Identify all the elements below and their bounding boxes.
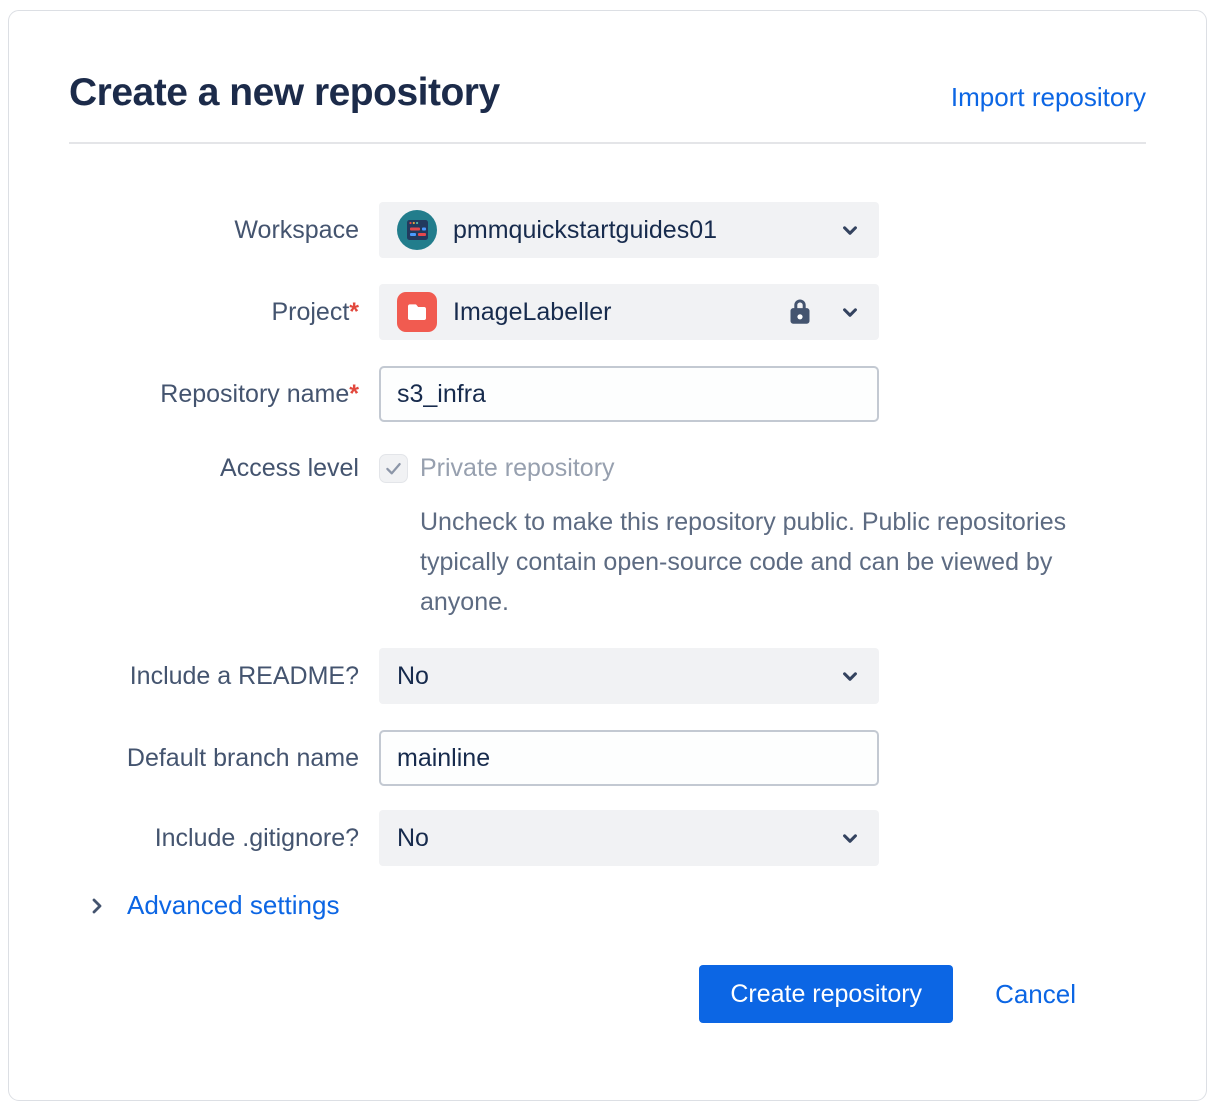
- chevron-down-icon: [837, 299, 863, 325]
- default-branch-label: Default branch name: [126, 744, 359, 772]
- repository-name-row: Repository name*: [69, 366, 1146, 422]
- include-gitignore-row: Include .gitignore? No: [69, 810, 1146, 866]
- chevron-down-icon: [837, 217, 863, 243]
- default-branch-row: Default branch name: [69, 730, 1146, 786]
- private-repository-label: Private repository: [420, 453, 615, 482]
- workspace-label: Workspace: [234, 216, 359, 244]
- project-select[interactable]: ImageLabeller: [379, 284, 879, 340]
- workspace-value: pmmquickstartguides01: [453, 215, 718, 244]
- required-asterisk: *: [349, 298, 359, 326]
- project-label: Project*: [271, 298, 359, 326]
- include-readme-row: Include a README? No: [69, 648, 1146, 704]
- lock-icon: [785, 296, 815, 328]
- include-readme-value: No: [397, 661, 429, 690]
- required-asterisk: *: [349, 380, 359, 408]
- chevron-down-icon: [837, 663, 863, 689]
- private-repository-checkbox[interactable]: [379, 453, 408, 483]
- repository-name-input[interactable]: [379, 366, 879, 422]
- access-level-label: Access level: [220, 454, 359, 482]
- chevron-down-icon: [837, 825, 863, 851]
- create-repository-button[interactable]: Create repository: [699, 965, 954, 1023]
- include-readme-label: Include a README?: [129, 662, 359, 690]
- checkmark-icon: [386, 462, 401, 474]
- project-row: Project* ImageLabeller: [69, 284, 1146, 340]
- import-repository-link[interactable]: Import repository: [950, 81, 1146, 112]
- default-branch-input[interactable]: [379, 730, 879, 786]
- page-title: Create a new repository: [69, 71, 500, 114]
- advanced-settings-label: Advanced settings: [127, 890, 340, 920]
- dialog-actions: Create repository Cancel: [69, 965, 1090, 1023]
- divider: [69, 142, 1146, 144]
- dialog-body: Workspace: [9, 144, 1206, 1023]
- project-avatar-icon: [397, 292, 437, 332]
- include-gitignore-select[interactable]: No: [379, 810, 879, 866]
- create-repository-dialog: Create a new repository Import repositor…: [8, 10, 1207, 1101]
- include-readme-select[interactable]: No: [379, 648, 879, 704]
- access-level-row: Access level Private repository Uncheck …: [69, 448, 1146, 648]
- advanced-settings-toggle[interactable]: Advanced settings: [85, 890, 1146, 921]
- chevron-right-icon: [85, 894, 109, 918]
- access-level-help-text: Uncheck to make this repository public. …: [420, 508, 1067, 616]
- workspace-select[interactable]: pmmquickstartguides01: [379, 202, 879, 258]
- workspace-row: Workspace: [69, 202, 1146, 258]
- project-value: ImageLabeller: [453, 297, 612, 326]
- repository-name-label: Repository name*: [160, 380, 359, 408]
- workspace-avatar-icon: [397, 210, 437, 250]
- dialog-header: Create a new repository Import repositor…: [9, 11, 1206, 115]
- include-gitignore-label: Include .gitignore?: [154, 824, 359, 852]
- include-gitignore-value: No: [397, 823, 429, 852]
- cancel-button[interactable]: Cancel: [995, 978, 1076, 1009]
